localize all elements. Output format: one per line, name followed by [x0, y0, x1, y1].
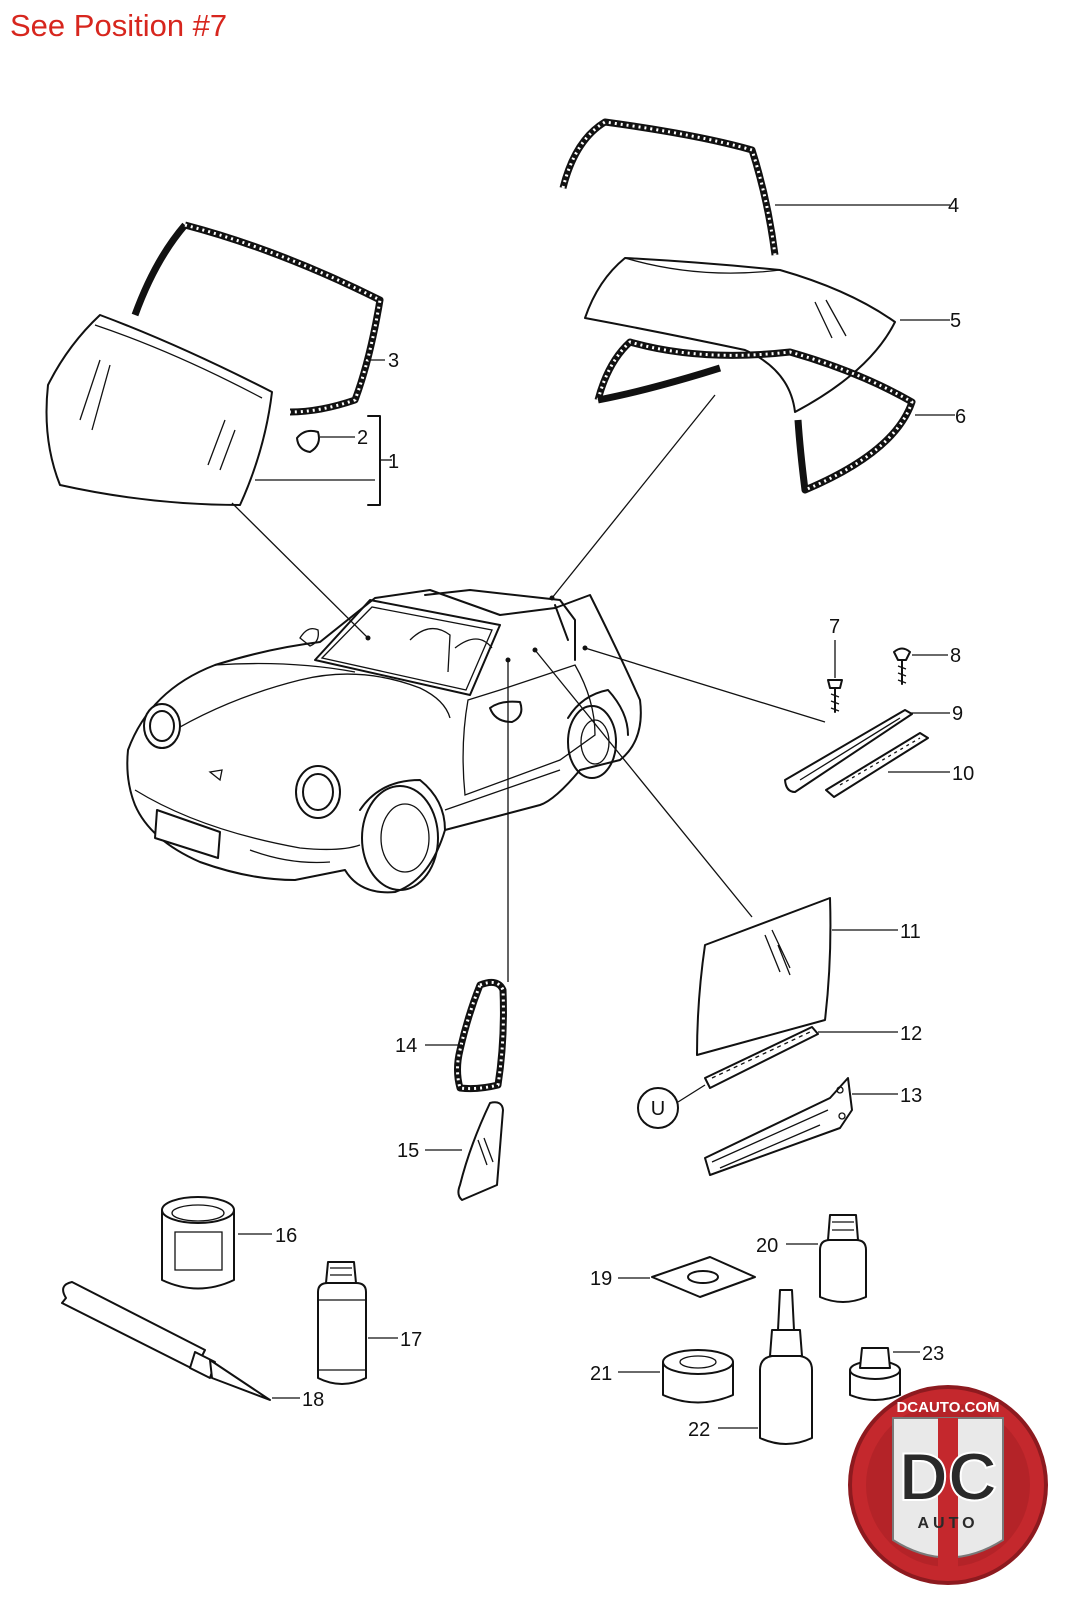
- screw-part-7: [827, 679, 843, 713]
- logo-sub-text: AUTO: [917, 1515, 978, 1532]
- callout-14: 14: [395, 1035, 417, 1057]
- screw-part-8: [893, 647, 911, 685]
- callout-20: 20: [756, 1235, 778, 1257]
- car-illustration: [126, 589, 642, 894]
- callout-16: 16: [275, 1225, 297, 1247]
- logo-top-text: DCAUTO.COM: [896, 1399, 999, 1416]
- symbol-u: U: [637, 1084, 706, 1129]
- callout-18: 18: [302, 1389, 324, 1411]
- windshield-clip-part-2: [296, 429, 320, 453]
- windshield-seal-part-3: [131, 221, 384, 416]
- cleaner-bottle-part-22: [759, 1289, 813, 1445]
- logo-main-text: DC: [899, 1439, 997, 1515]
- callout-15: 15: [397, 1140, 419, 1162]
- rear-window-part-5: [584, 257, 896, 413]
- window-channel-part-12: [704, 1026, 819, 1089]
- callout-8: 8: [950, 645, 961, 667]
- callout-1: 1: [388, 451, 399, 473]
- callout-4: 4: [948, 195, 959, 217]
- dcauto-logo: DCAUTO.COM DC AUTO: [848, 1385, 1048, 1585]
- callout-2: 2: [357, 427, 368, 449]
- quarter-window-glass-part-15: [457, 1101, 504, 1201]
- callout-11: 11: [900, 921, 921, 943]
- roof-frame-seal-part-4: [559, 118, 779, 256]
- windshield-glass-part-1: [45, 314, 273, 506]
- callout-17: 17: [400, 1329, 422, 1351]
- callout-5: 5: [950, 310, 961, 332]
- primer-jar-part-23: [849, 1347, 901, 1401]
- callout-3: 3: [388, 350, 399, 372]
- callout-23: 23: [922, 1343, 944, 1365]
- callout-10: 10: [952, 763, 974, 785]
- activator-bottle-part-20: [819, 1214, 867, 1303]
- callout-9: 9: [952, 703, 963, 725]
- callout-22: 22: [688, 1419, 710, 1441]
- sealant-tube-part-18: [61, 1281, 271, 1401]
- callout-13: 13: [900, 1085, 922, 1107]
- door-window-glass-part-11: [696, 897, 832, 1056]
- trim-strip-part-9: [784, 709, 913, 793]
- callout-12: 12: [900, 1023, 922, 1045]
- tape-roll-part-21: [662, 1349, 734, 1404]
- trim-strip-part-10: [825, 732, 929, 798]
- rear-window-seal-part-6: [594, 338, 916, 494]
- primer-bottle-part-17: [317, 1261, 367, 1385]
- callout-6: 6: [955, 406, 966, 428]
- callout-7: 7: [829, 616, 840, 638]
- callout-21: 21: [590, 1363, 612, 1385]
- adhesive-can-part-16: [161, 1196, 235, 1290]
- see-position-note: See Position #7: [10, 8, 228, 43]
- spacer-pad-part-19: [651, 1256, 756, 1298]
- symbol-u-label: U: [651, 1098, 665, 1120]
- window-lifter-part-13: [704, 1077, 853, 1176]
- callout-19: 19: [590, 1268, 612, 1290]
- quarter-window-seal-part-14: [454, 978, 507, 1093]
